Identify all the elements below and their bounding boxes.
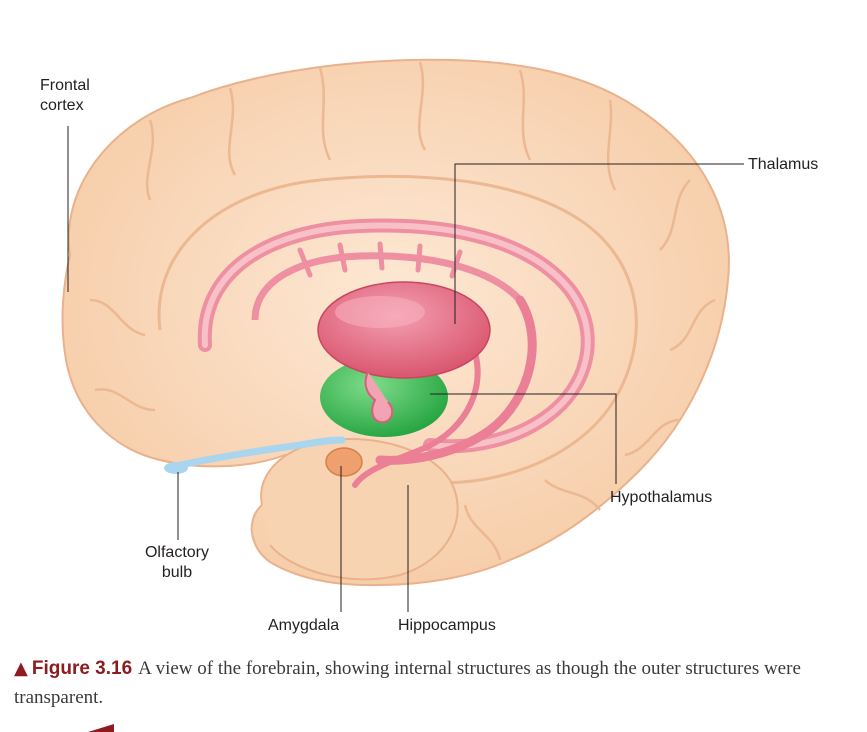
label-hypothalamus: Hypothalamus — [610, 489, 713, 506]
label-thalamus: Thalamus — [748, 156, 819, 173]
label-olfactory-line2: bulb — [161, 564, 193, 581]
amygdala-structure — [325, 447, 363, 477]
corner-mark-icon — [88, 724, 114, 732]
leader-thalamus — [454, 163, 744, 324]
label-olfactory-bulb: Olfactory bulb — [134, 543, 220, 583]
label-amygdala: Amygdala — [268, 617, 340, 634]
label-frontal-line2: cortex — [40, 97, 84, 114]
label-olfactory-line1: Olfactory — [144, 544, 209, 561]
forebrain-illustration — [61, 58, 744, 612]
label-frontal-cortex: Frontal cortex — [40, 76, 90, 116]
olfactory-structure — [164, 436, 346, 472]
caption-text: A view of the forebrain, showing interna… — [14, 658, 801, 708]
leader-hypothalamus — [430, 393, 617, 484]
pituitary-stalk — [364, 371, 394, 424]
limbic-region — [197, 218, 595, 488]
label-hippocampus: Hippocampus — [398, 617, 496, 634]
figure-number: Figure 3.16 — [31, 658, 133, 679]
caption-triangle-icon: ▲ — [14, 658, 28, 679]
leader-lines — [67, 126, 744, 612]
label-frontal-line1: Frontal — [40, 77, 90, 94]
thalamus-structure — [317, 281, 491, 379]
